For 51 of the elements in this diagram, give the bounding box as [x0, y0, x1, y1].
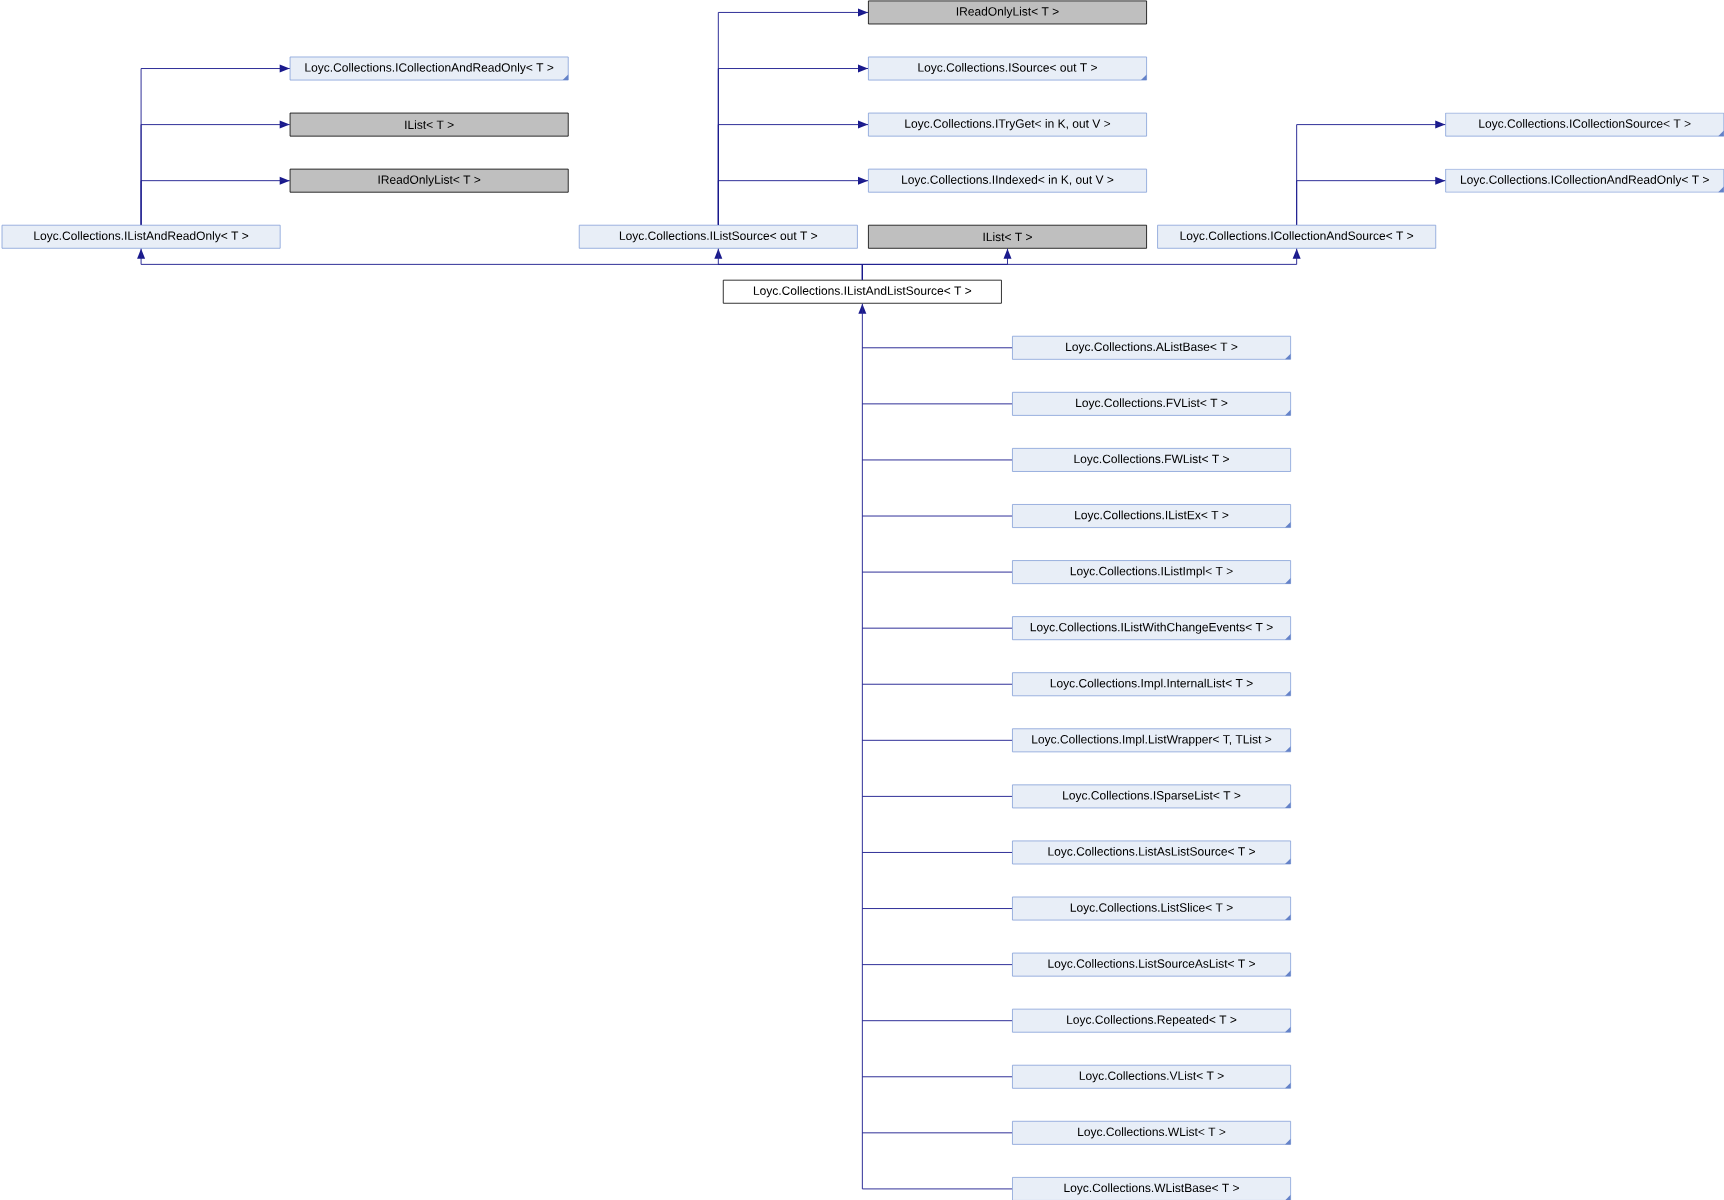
external-class-box: IList< T > — [868, 224, 1147, 249]
class-box: Loyc.Collections.IListAndReadOnly< T > — [1, 224, 281, 249]
class-box: Loyc.Collections.ISparseList< T > — [1012, 784, 1291, 809]
class-box: Loyc.Collections.ICollectionAndReadOnly< T > — [1445, 168, 1724, 193]
branch-line — [861, 403, 1013, 405]
class-box: Loyc.Collections.Impl.InternalList< T > — [1012, 672, 1291, 697]
external-class-box: IList< T > — [289, 112, 569, 137]
class-box: Loyc.Collections.ITryGet< in K, out V > — [868, 112, 1147, 137]
branch-line — [861, 908, 1013, 909]
class-box: Loyc.Collections.IIndexed< in K, out V > — [868, 168, 1147, 193]
class-box: Loyc.Collections.VList< T > — [1012, 1064, 1291, 1089]
arrow — [861, 248, 1301, 281]
arrow — [717, 176, 869, 226]
class-box: Loyc.Collections.ICollectionSource< T > — [1445, 112, 1724, 137]
class-box: Loyc.Collections.ICollectionAndSource< T > — [1157, 224, 1437, 249]
arrow — [140, 176, 291, 226]
class-box: Loyc.Collections.Impl.ListWrapper< T, TList > — [1012, 728, 1291, 753]
class-box: Loyc.Collections.WListBase< T > — [1012, 1176, 1291, 1200]
branch-line — [861, 515, 1013, 517]
branch-line — [861, 683, 1013, 685]
class-box: Loyc.Collections.IListImpl< T > — [1012, 560, 1291, 585]
branch-line — [861, 964, 1013, 966]
branch-line — [861, 627, 1013, 629]
class-box: Loyc.Collections.WList< T > — [1012, 1120, 1291, 1145]
class-box: Loyc.Collections.IListSource< out T > — [578, 224, 858, 249]
external-class-box: IReadOnlyList< T > — [868, 0, 1147, 25]
class-box: Loyc.Collections.IListAndListSource< T > — [722, 279, 1002, 304]
class-box: Loyc.Collections.ListAsListSource< T > — [1012, 840, 1291, 865]
class-box: Loyc.Collections.IListWithChangeEvents< T > — [1012, 616, 1291, 641]
branch-line — [861, 1188, 1013, 1190]
branch-line — [861, 347, 1013, 349]
branch-line — [861, 795, 1013, 797]
class-box: Loyc.Collections.ISource< out T > — [868, 56, 1147, 81]
class-box: Loyc.Collections.ICollectionAndReadOnly< T > — [289, 56, 569, 81]
class-box: Loyc.Collections.ListSlice< T > — [1012, 896, 1291, 921]
arrow — [858, 303, 867, 1190]
branch-line — [861, 459, 1013, 461]
branch-line — [861, 1020, 1013, 1022]
branch-line — [861, 852, 1013, 853]
branch-line — [861, 1132, 1013, 1134]
class-box: Loyc.Collections.Repeated< T > — [1012, 1008, 1291, 1033]
arrow — [1296, 176, 1446, 226]
class-box: Loyc.Collections.AListBase< T > — [1012, 335, 1291, 360]
class-box: Loyc.Collections.IListEx< T > — [1012, 504, 1291, 528]
branch-line — [861, 1076, 1013, 1078]
class-box: Loyc.Collections.FWList< T > — [1012, 448, 1291, 472]
branch-line — [861, 571, 1013, 573]
external-class-box: IReadOnlyList< T > — [289, 168, 569, 193]
class-box: Loyc.Collections.ListSourceAsList< T > — [1012, 952, 1291, 977]
class-box: Loyc.Collections.FVList< T > — [1012, 391, 1291, 416]
branch-line — [861, 739, 1013, 741]
